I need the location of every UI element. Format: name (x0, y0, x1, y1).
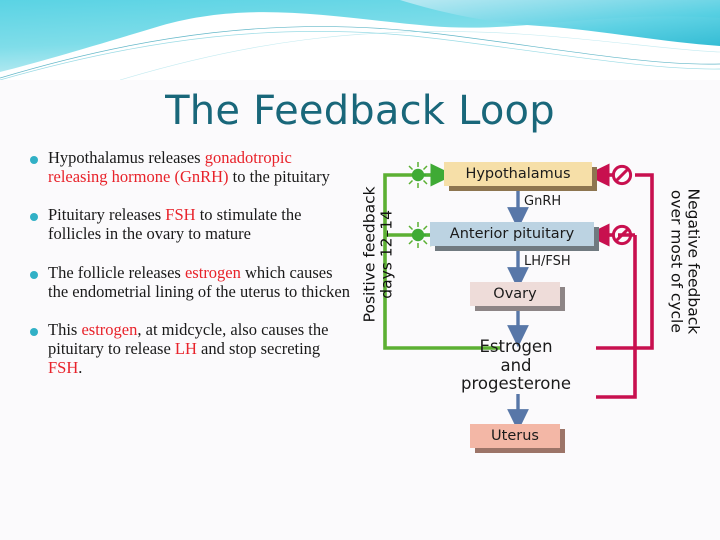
highlighted-term: LH (174, 338, 197, 358)
decorative-top-banner (0, 0, 720, 80)
highlighted-term: estrogen (184, 262, 241, 282)
plain-text: , at midcycle, also causes the pituitary… (48, 319, 329, 358)
stimulate-starburst-icon (405, 222, 431, 248)
plain-text: Pituitary releases (48, 205, 166, 225)
bullet-text: The follicle releases estrogen which cau… (48, 263, 355, 301)
plain-text: which causes the endometrial lining of t… (48, 262, 350, 301)
caption-positive-feedback: Positive feedback days 12–14 (360, 186, 396, 323)
edge-label-lh-fsh: LH/FSH (524, 254, 571, 269)
bullet-dot-icon (30, 213, 38, 222)
diagram-node-hypothalamus: Hypothalamus (444, 162, 592, 186)
bullet-list: Hypothalamus releases gonadotropic relea… (30, 148, 355, 396)
plain-text: . (78, 358, 83, 377)
inhibit-no-entry-icon (611, 164, 633, 186)
diagram-connectors (383, 162, 654, 432)
inhibit-no-entry-icon (611, 224, 633, 246)
bullet-dot-icon (30, 327, 38, 336)
diagram-node-uterus: Uterus (470, 424, 560, 448)
diagram-node-estrogen-progesterone: Estrogen and progesterone (461, 337, 571, 394)
list-item: The follicle releases estrogen which cau… (30, 263, 355, 301)
page-title: The Feedback Loop (165, 88, 555, 134)
list-item: Hypothalamus releases gonadotropic relea… (30, 148, 355, 186)
bullet-dot-icon (30, 270, 38, 279)
list-item: Pituitary releases FSH to stimulate the … (30, 205, 355, 243)
list-item: This estrogen, at midcycle, also causes … (30, 320, 355, 377)
diagram-node-ovary: Ovary (470, 282, 560, 306)
bullet-text: This estrogen, at midcycle, also causes … (48, 320, 355, 377)
plain-text: This (48, 319, 82, 339)
plain-text: Hypothalamus releases (48, 148, 205, 167)
diagram-node-anterior-pituitary: Anterior pituitary (430, 222, 594, 246)
bullet-text: Pituitary releases FSH to stimulate the … (48, 205, 355, 243)
feedback-loop-diagram: Positive feedback days 12–14 Negative fe… (352, 152, 718, 492)
caption-negative-feedback: Negative feedback over most of cycle (667, 188, 703, 335)
plain-text: and stop secreting (196, 338, 321, 358)
edge-label-gnrh: GnRH (524, 194, 562, 209)
highlighted-term: FSH (165, 205, 196, 225)
plain-text: to stimulate the follicles in the ovary … (48, 205, 302, 244)
stimulate-starburst-icon (405, 162, 431, 188)
highlighted-term: FSH (48, 358, 79, 377)
highlighted-term: gonadotropic releasing hormone (GnRH) (48, 148, 292, 187)
highlighted-term: estrogen (81, 319, 138, 339)
plain-text: The follicle releases (48, 262, 185, 282)
bullet-dot-icon (30, 156, 38, 164)
bullet-text: Hypothalamus releases gonadotropic relea… (48, 148, 355, 186)
plain-text: to the pituitary (228, 167, 330, 187)
